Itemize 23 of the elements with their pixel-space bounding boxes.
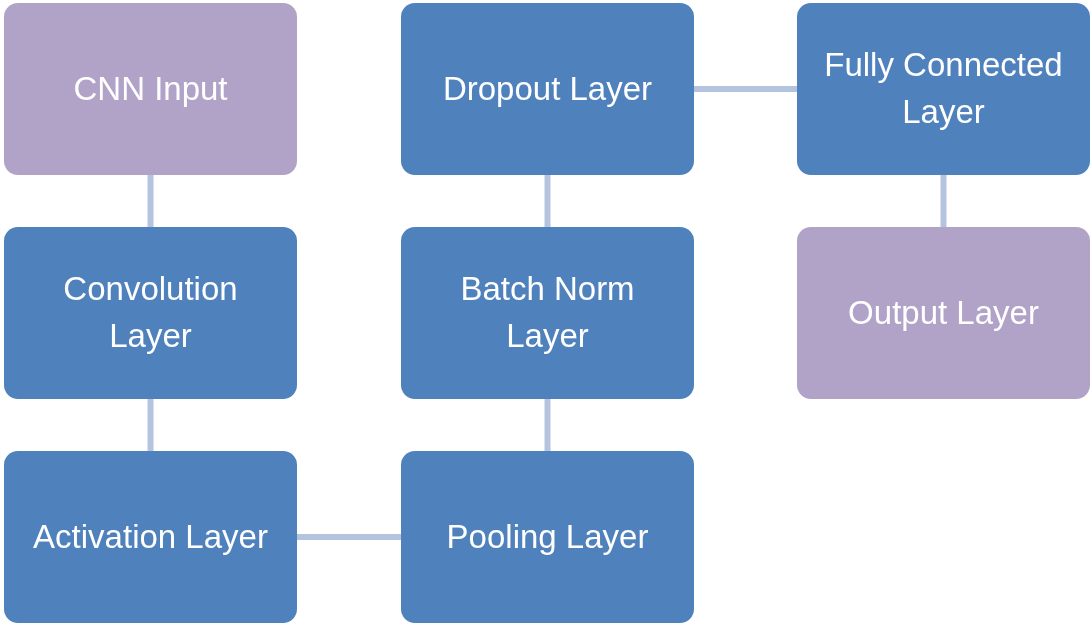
layer-box <box>401 451 694 623</box>
layer-box <box>4 451 297 623</box>
layer-label: CNN Input <box>73 68 228 109</box>
layer-label: Fully Connected Layer <box>823 45 1064 132</box>
layer-box <box>4 227 297 399</box>
layer-label: Output Layer <box>848 292 1039 333</box>
connector-bar <box>147 175 154 227</box>
layer-box <box>401 3 694 175</box>
layer-label: Batch Norm Layer <box>459 269 636 356</box>
layer-label: Dropout Layer <box>442 68 653 109</box>
layer-box <box>797 227 1090 399</box>
layer-box <box>401 227 694 399</box>
layer-label: Convolution Layer <box>62 269 239 356</box>
connector-bar <box>147 399 154 451</box>
layer-label: Activation Layer <box>33 516 268 557</box>
connector-bar <box>694 86 797 92</box>
connector-bar <box>297 534 401 540</box>
layer-box <box>4 3 297 175</box>
layer-box <box>797 3 1090 175</box>
connector-bar <box>940 175 947 227</box>
connector-bar <box>544 175 551 227</box>
layer-label: Pooling Layer <box>446 516 649 557</box>
connector-bar <box>544 399 551 451</box>
